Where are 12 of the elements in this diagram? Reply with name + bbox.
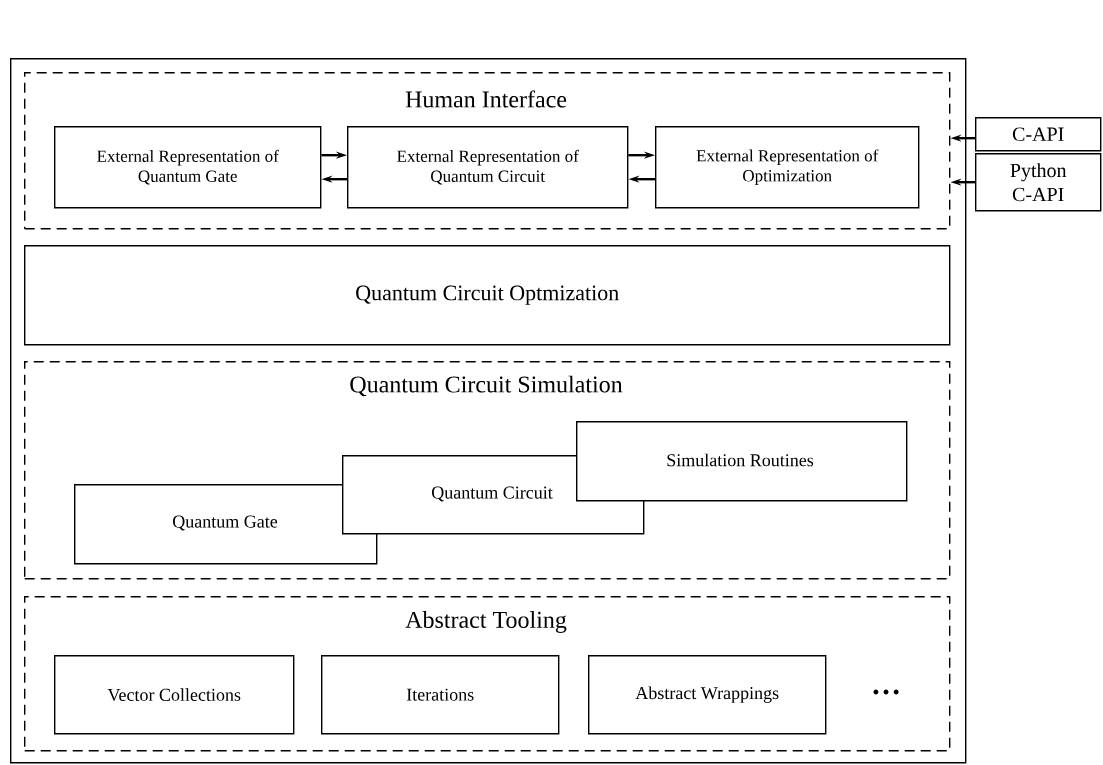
component-box: Iterations xyxy=(321,654,560,735)
api-box: Python C-API xyxy=(975,153,1102,212)
component-box: Vector Collections xyxy=(54,654,295,735)
component-box: Simulation Routines xyxy=(576,421,908,502)
ellipsis: … xyxy=(873,689,899,695)
api-box: C-API xyxy=(975,117,1102,152)
component-box: External Representation of Quantum Circuit xyxy=(347,126,629,209)
component-box: Abstract Wrappings xyxy=(588,654,827,735)
layer-box: Quantum Circuit Optmization xyxy=(24,245,951,346)
component-box: Quantum Gate xyxy=(74,484,378,565)
component-box: External Representation of Optimization xyxy=(655,126,920,209)
component-box: External Representation of Quantum Gate xyxy=(54,126,322,209)
